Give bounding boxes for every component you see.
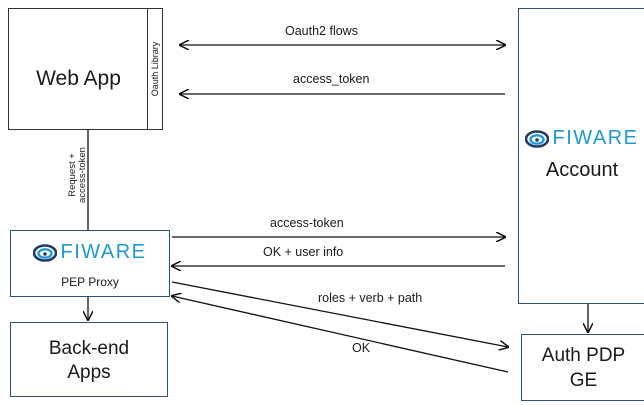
pep-fiware-word: FIWARE — [60, 241, 147, 263]
roles-verb-path-label: roles + verb + path — [318, 291, 423, 305]
oauth-flows-label: Oauth2 flows — [285, 24, 358, 38]
request-line2: access-token — [77, 147, 88, 203]
auth-pdp-title: Auth PDP GE — [522, 343, 644, 393]
pep-proxy-title: PEP Proxy — [61, 275, 119, 289]
access-token-mid-label: access-token — [270, 216, 344, 230]
pep-proxy-box: FIWARE PEP Proxy — [10, 230, 170, 297]
backend-line1: Back-end — [48, 338, 130, 359]
web-app-title: Web App — [36, 67, 121, 90]
account-box: FIWARE Account — [518, 8, 644, 304]
access-token-top-label: access_token — [293, 72, 370, 86]
fiware-swirl-icon — [525, 129, 550, 148]
pep-fiware-logo: FIWARE — [11, 241, 169, 267]
auth-pdp-box: Auth PDP GE — [521, 334, 644, 401]
roles-verb-path-arrow — [171, 281, 508, 347]
account-fiware-word: FIWARE — [552, 127, 639, 149]
request-access-token-label: Request + access-token — [67, 145, 88, 205]
fiware-swirl-icon — [33, 243, 58, 262]
backend-apps-title: Back-end Apps — [11, 337, 167, 385]
backend-line2: Apps — [67, 362, 111, 383]
web-app-box: Web App Oauth Library — [8, 8, 163, 130]
backend-apps-box: Back-end Apps — [10, 322, 168, 397]
auth-pdp-line1: Auth PDP — [541, 345, 626, 366]
account-fiware-logo: FIWARE — [519, 127, 644, 153]
ok-user-info-label: OK + user info — [263, 245, 344, 259]
oauth-library-label: Oauth Library — [150, 41, 160, 97]
account-title: Account — [545, 159, 619, 181]
auth-pdp-line2: GE — [569, 370, 598, 391]
ok-bottom-arrow — [172, 296, 509, 373]
oauth-library-panel: Oauth Library — [147, 9, 162, 129]
ok-label: OK — [352, 341, 371, 355]
